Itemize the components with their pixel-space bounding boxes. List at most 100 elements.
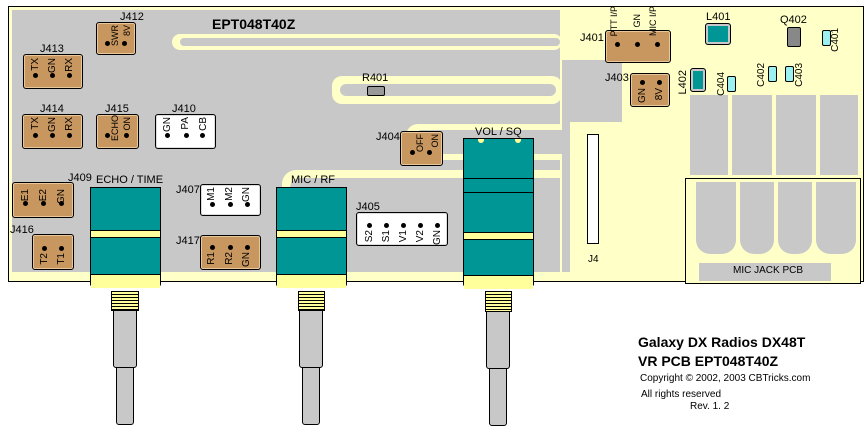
trace-top-inner (180, 38, 560, 46)
credit-title: Galaxy DX Radios DX48T (638, 334, 806, 350)
pot-vol-sq-knob-shaft[interactable] (489, 368, 507, 426)
mic-jack-pad-1 (696, 182, 736, 254)
right-trace-2 (690, 95, 728, 175)
credit-rights: All rights reserved (641, 389, 722, 400)
credit-subtitle: VR PCB EPT048T40Z (638, 353, 779, 369)
connector-j414[interactable] (22, 114, 83, 149)
j405-pin-s1: S1 (381, 230, 392, 243)
trace-r401-inner (340, 84, 556, 96)
connector-j412[interactable] (96, 22, 136, 55)
j4-label: J4 (588, 254, 599, 265)
pin-dot (67, 73, 72, 78)
pin-dot (184, 133, 189, 138)
pin-dot (615, 42, 620, 47)
pin-dot (367, 223, 372, 228)
j407-pin-m2: M2 (224, 187, 235, 201)
l401-label: L401 (706, 11, 731, 23)
j413-pin-tx: TX (30, 58, 41, 71)
pot-mic-rf-thread (298, 291, 325, 311)
j407-pin-m1: M1 (206, 187, 217, 201)
mic-jack-label: MIC JACK PCB (733, 265, 804, 276)
j414-label: J414 (40, 103, 64, 115)
pot-echo-time-knob-shaft[interactable] (116, 367, 134, 425)
j414-pin-gn: GN (47, 117, 58, 132)
pin-dot (105, 41, 110, 46)
j405-pin-v2: V2 (415, 230, 426, 243)
pin-dot (655, 42, 660, 47)
j403-label: J403 (605, 72, 629, 84)
inductor-l402 (690, 68, 706, 92)
connector-j417[interactable] (200, 235, 261, 270)
j417-pin-gn: GN (241, 252, 252, 267)
pin-dot (228, 245, 233, 250)
j401-label: J401 (580, 32, 604, 44)
j410-pin-cb: CB (198, 117, 209, 131)
j415-pin-echo: ECHO (110, 115, 120, 142)
connector-j416[interactable] (32, 234, 74, 270)
pin-dot (228, 202, 233, 207)
j417-pin-r2: R2 (224, 252, 235, 265)
pin-dot (635, 42, 640, 47)
connector-j407[interactable] (200, 184, 261, 216)
pot-echo-time-shaft[interactable] (113, 310, 137, 368)
connector-j415[interactable] (96, 114, 139, 149)
j409-pin-e1: E1 (20, 189, 31, 202)
connector-j403[interactable] (630, 73, 670, 107)
j416-pin-t2: T2 (39, 253, 50, 265)
j401-pin-ptt: PTT I/P (609, 6, 619, 37)
capacitor-c404 (727, 76, 736, 92)
pin-dot (435, 223, 440, 228)
j417-label: J417 (176, 235, 200, 247)
board-part-number: EPT048T40Z (212, 16, 296, 32)
pin-dot (59, 246, 64, 251)
connector-j410[interactable] (155, 114, 216, 149)
q402-label: Q402 (780, 14, 807, 26)
pot-vol-sq-thread (485, 291, 512, 312)
j404-pin-off: OFF (415, 134, 425, 152)
connector-j404[interactable] (400, 131, 443, 166)
pin-dot (59, 201, 64, 206)
pin-dot (200, 133, 205, 138)
pot-vol-sq[interactable] (463, 138, 534, 289)
j417-pin-r1: R1 (206, 252, 217, 265)
pin-dot (122, 41, 127, 46)
credit-copyright: Copyright © 2002, 2003 CBTricks.com (640, 373, 811, 384)
connector-j405[interactable] (356, 212, 448, 246)
pin-dot (42, 246, 47, 251)
pot-mic-rf-knob-shaft[interactable] (302, 367, 320, 425)
c403-label: C403 (794, 63, 805, 87)
pot-mic-rf[interactable] (276, 187, 347, 288)
j401-pin-mic: MIC I/P (648, 6, 658, 37)
capacitor-c401 (822, 30, 831, 46)
j410-pin-gn: GN (162, 117, 173, 132)
pin-dot (50, 133, 55, 138)
pin-dot (245, 202, 250, 207)
pot-echo-time[interactable] (90, 187, 161, 288)
j401-pin-gn: GN (632, 14, 642, 28)
pin-dot (427, 150, 432, 155)
pot-mic-rf-label: MIC / RF (291, 174, 335, 186)
pin-dot (105, 133, 110, 138)
j416-pin-t1: T1 (56, 253, 67, 265)
c402-label: C402 (756, 63, 767, 87)
pot-echo-time-label: ECHO / TIME (96, 174, 164, 186)
connector-j413[interactable] (23, 54, 83, 89)
pin-dot (23, 201, 28, 206)
capacitor-c402 (768, 66, 777, 82)
j416-label: J416 (10, 224, 34, 236)
pot-vol-sq-label: VOL / SQ (475, 126, 522, 138)
j405-pin-v1: V1 (398, 230, 409, 243)
pot-vol-sq-shaft[interactable] (486, 311, 510, 369)
j405-pin-gn: GN (432, 230, 443, 245)
connector-j409[interactable] (12, 182, 74, 218)
pin-dot (410, 150, 415, 155)
credit-revision: Rev. 1. 2 (690, 401, 730, 412)
pot-echo-time-thread (111, 291, 139, 311)
right-trace-3 (732, 95, 772, 175)
pot-mic-rf-shaft[interactable] (299, 310, 323, 368)
pin-dot (418, 223, 423, 228)
j407-label: J407 (176, 184, 200, 196)
pin-dot (50, 73, 55, 78)
j413-label: J413 (40, 43, 64, 55)
pin-dot (67, 133, 72, 138)
